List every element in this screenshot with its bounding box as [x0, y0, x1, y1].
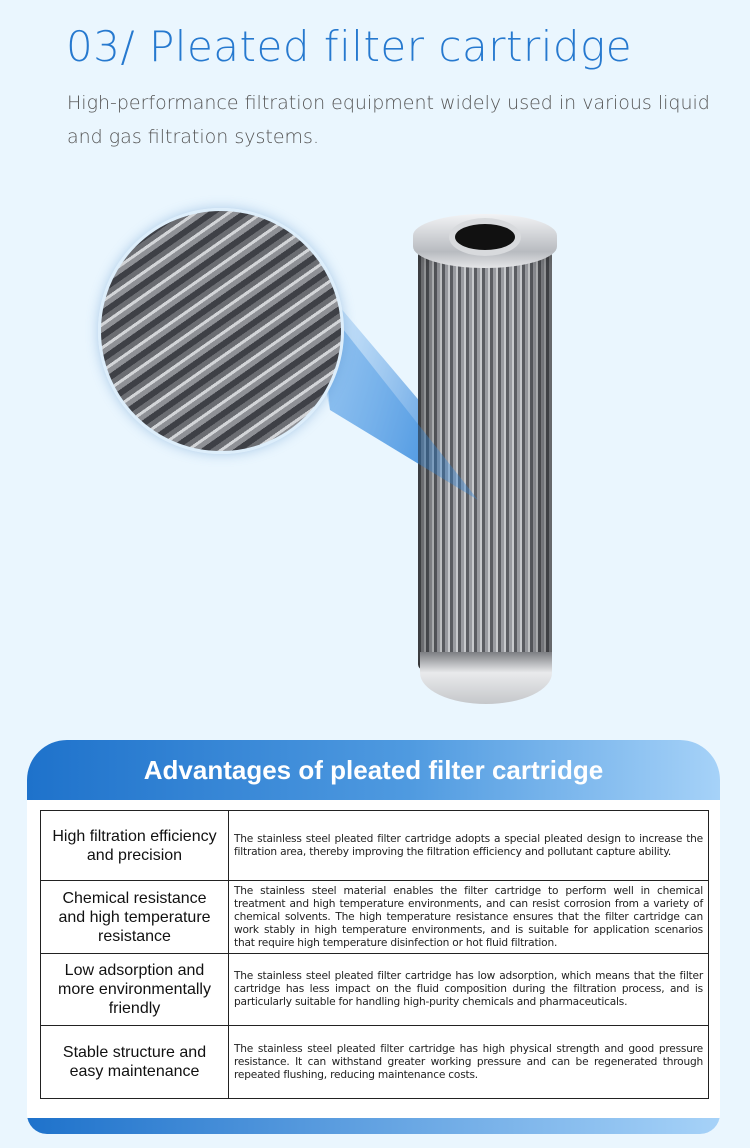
filter-cartridge-body	[418, 250, 552, 670]
advantages-title: Advantages of pleated filter cartridge	[27, 740, 720, 800]
description-cell: The stainless steel pleated filter cartr…	[228, 1025, 709, 1099]
description-cell: The stainless steel material enables the…	[228, 880, 709, 954]
magnified-pleats-detail	[98, 208, 344, 454]
table-row: High filtration efficiency and precision…	[40, 810, 709, 881]
advantages-panel: Advantages of pleated filter cartridge H…	[27, 740, 720, 1134]
feature-cell: Low adsorption and more environmentally …	[40, 953, 229, 1026]
page-subtitle: High-performance filtration equipment wi…	[67, 92, 710, 148]
advantages-table: High filtration efficiency and precision…	[40, 810, 709, 1099]
description-cell: The stainless steel pleated filter cartr…	[228, 810, 709, 881]
cartridge-top-cap	[413, 214, 557, 268]
table-row: Low adsorption and more environmentally …	[40, 953, 709, 1026]
description-cell: The stainless steel pleated filter cartr…	[228, 953, 709, 1026]
feature-cell: Stable structure and easy maintenance	[40, 1025, 229, 1099]
cartridge-bottom-cap	[420, 652, 552, 704]
panel-footer-bar	[27, 1118, 720, 1134]
beam-overlay	[320, 300, 478, 500]
feature-cell: Chemical resistance and high temperature…	[40, 880, 229, 954]
feature-cell: High filtration efficiency and precision	[40, 810, 229, 881]
table-row: Chemical resistance and high temperature…	[40, 880, 709, 954]
page-title: 03/ Pleated filter cartridge	[66, 22, 633, 71]
